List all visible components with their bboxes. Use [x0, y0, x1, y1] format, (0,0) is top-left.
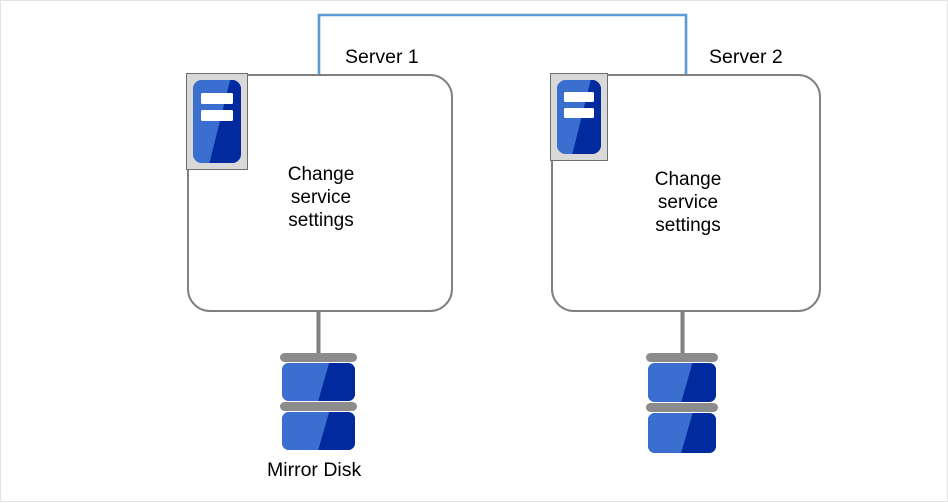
mirror-disk-2-icon	[646, 353, 718, 456]
disk-cap-middle	[280, 402, 357, 411]
disk-platter-lower	[282, 412, 355, 450]
server-icon-bar-top	[564, 91, 594, 103]
disk-cap-top	[646, 353, 718, 362]
disk-platter-gradient	[282, 412, 355, 450]
mirror-disk-1-icon	[280, 353, 357, 453]
server-icon-bar-top	[201, 93, 233, 105]
server-1-body-line-3: settings	[288, 210, 354, 232]
server-2-body-line-1: Change	[654, 169, 722, 190]
disk-platter-gradient	[282, 363, 355, 401]
disk-platter-lower	[648, 413, 716, 453]
server-1-label: Server 1	[345, 46, 419, 68]
server-1-body-line-2: service	[290, 187, 352, 209]
server-icon-bar-bottom	[564, 108, 594, 119]
disk-platter-upper	[648, 363, 716, 402]
server-icon-panel	[557, 80, 601, 154]
disk-cap-top	[280, 353, 357, 362]
server-2-body-line-2: service	[657, 192, 719, 214]
server-1-server-icon	[186, 73, 248, 170]
server-2-label: Server 2	[709, 46, 783, 68]
server-1-body-text: Change service settings	[241, 163, 401, 233]
interconnect-link	[317, 13, 688, 74]
disk-platter-gradient	[648, 363, 716, 402]
server-2-body-text: Change service settings	[608, 168, 768, 238]
disk-platter-gradient	[648, 413, 716, 453]
mirror-disk-1-label: Mirror Disk	[267, 459, 362, 481]
disk-cap-middle	[646, 403, 718, 412]
disk-platter-upper	[282, 363, 355, 401]
server-icon-bar-bottom	[201, 109, 233, 121]
server-2-body-line-3: settings	[655, 215, 721, 237]
server-1-body-line-1: Change	[287, 164, 355, 185]
server-icon-panel	[193, 80, 241, 163]
server-2-server-icon	[550, 73, 608, 161]
